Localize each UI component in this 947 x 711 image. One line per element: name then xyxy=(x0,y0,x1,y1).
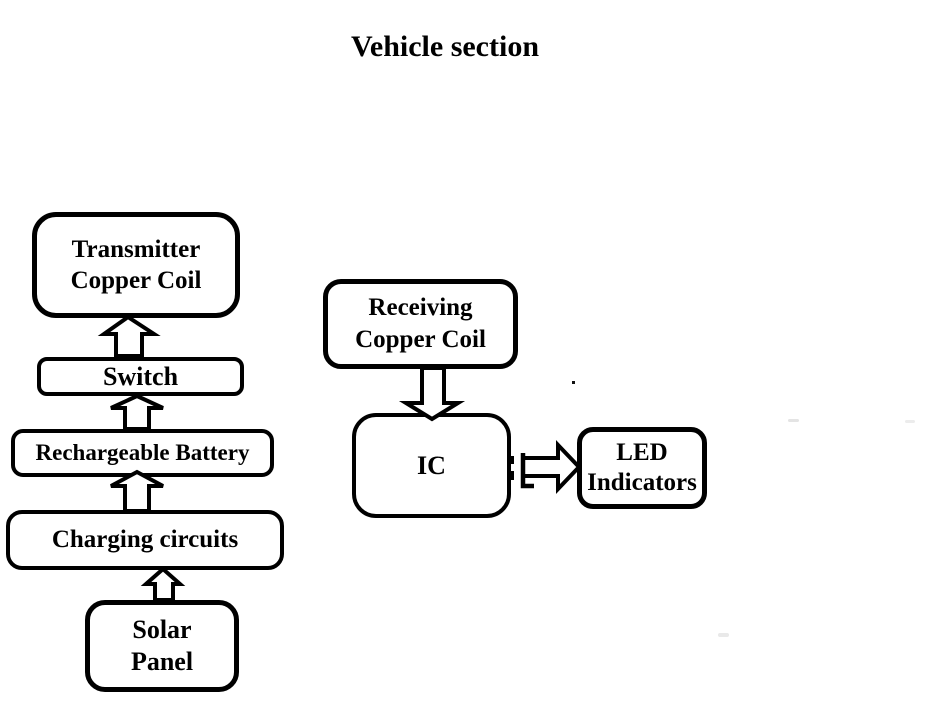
arrow-solar-to-charging-icon xyxy=(140,566,186,602)
block-label-line: Charging circuits xyxy=(51,526,239,553)
diagram-title: Vehicle section xyxy=(350,30,540,63)
block-receiving-copper-coil: Receiving Copper Coil xyxy=(323,279,518,369)
block-label-line: Rechargeable Battery xyxy=(35,440,250,465)
scan-smudge xyxy=(788,419,799,422)
print-artifact-tick xyxy=(508,456,514,464)
block-transmitter-copper-coil: Transmitter Copper Coil xyxy=(32,212,240,318)
block-label-line: Panel xyxy=(130,647,194,676)
arrow-charging-to-battery-icon xyxy=(110,469,164,513)
block-ic: IC xyxy=(352,413,511,518)
block-charging-circuits: Charging circuits xyxy=(6,510,284,570)
block-label-line: Switch xyxy=(102,361,179,391)
block-label-line: Receiving xyxy=(368,294,473,321)
print-artifact-tick xyxy=(508,471,514,480)
block-label-line: Solar xyxy=(132,615,192,644)
block-led-indicators: LED Indicators xyxy=(577,427,707,509)
arrow-battery-to-switch-icon xyxy=(110,393,164,431)
arrow-receiving-to-ic-icon xyxy=(398,366,466,422)
print-artifact-dot xyxy=(572,381,575,384)
block-label-line: LED xyxy=(616,439,668,466)
scan-smudge xyxy=(718,633,729,637)
block-label-line: Transmitter xyxy=(71,236,201,263)
block-label-line: Indicators xyxy=(587,469,697,496)
block-label-line: Copper Coil xyxy=(355,326,486,353)
scan-smudge xyxy=(905,420,915,423)
block-label-line: IC xyxy=(417,450,446,480)
block-solar-panel: Solar Panel xyxy=(85,600,239,692)
block-switch: Switch xyxy=(37,357,244,396)
arrow-ic-to-led-icon xyxy=(520,440,582,494)
block-label-line: Copper Coil xyxy=(70,267,202,294)
arrow-switch-to-transmitter-icon xyxy=(97,314,161,358)
